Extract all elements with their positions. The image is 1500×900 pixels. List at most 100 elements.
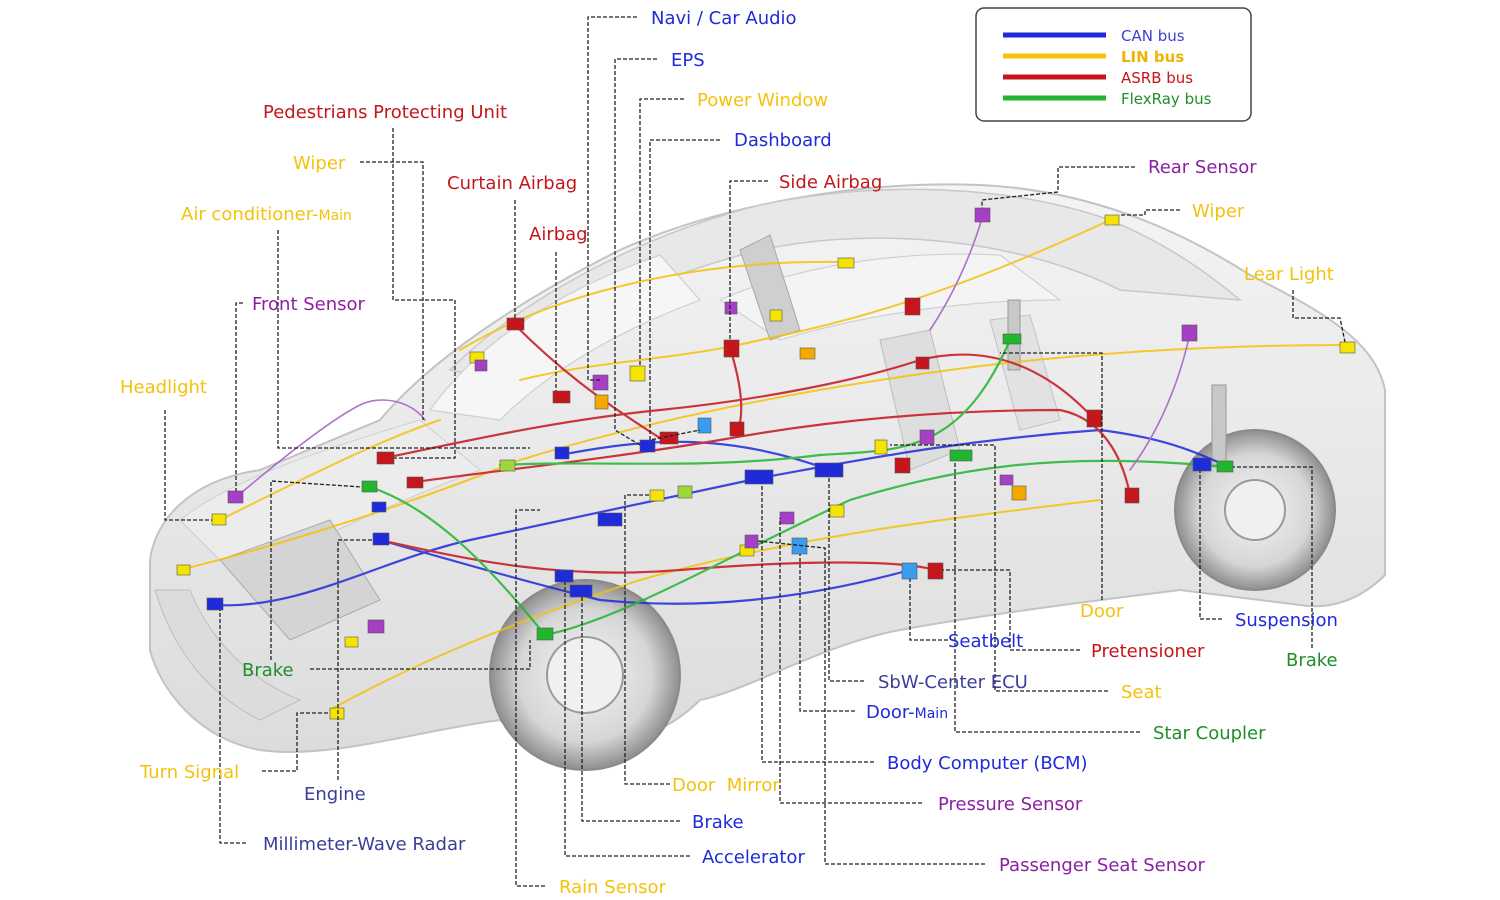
ecu-headlight — [211, 513, 227, 526]
ecu-can-a — [554, 446, 570, 460]
leader-door-main — [799, 554, 855, 712]
legend-label-flexray: FlexRay bus — [1121, 90, 1212, 108]
label-wiper-rear: Wiper — [1192, 201, 1245, 222]
ecu-door — [1011, 485, 1027, 501]
engine-block — [219, 519, 381, 641]
ecu-flexray-a — [499, 459, 516, 472]
label-brake-front: Brake — [242, 660, 294, 681]
ecu-lin-b — [594, 394, 609, 410]
ecu-rear-sensor — [974, 207, 991, 223]
ecu-passenger-seat — [744, 534, 759, 549]
ecu-star-coupler — [949, 449, 973, 462]
leader-seatbelt — [909, 579, 948, 641]
label-accelerator: Accelerator — [702, 847, 805, 868]
leader-brake-bottom — [581, 597, 680, 822]
leader-air-conditioner — [277, 230, 530, 449]
leader-suspension — [1199, 471, 1222, 620]
flexray-bus-wires — [368, 338, 1227, 637]
ecu-asrb-d — [894, 457, 911, 474]
ecu-sensor-e — [724, 301, 738, 315]
leader-radar — [219, 610, 246, 844]
ecu-flexray-front — [536, 627, 554, 641]
front-bumper — [154, 589, 302, 721]
leader-dashboard — [649, 139, 720, 441]
label-rain-sensor: Rain Sensor — [559, 877, 667, 898]
car-roof — [448, 188, 1243, 381]
ecu-brake-front — [361, 480, 378, 493]
label-wiper-front: Wiper — [293, 153, 346, 174]
ecu-asrb-b — [1086, 409, 1103, 428]
label-airbag: Airbag — [529, 224, 588, 245]
ecu-airbag — [552, 390, 571, 404]
ecu-asrb-f — [406, 476, 424, 489]
ecu-seatbelt — [901, 562, 918, 580]
leader-bcm — [761, 484, 874, 763]
ecu-front-sensor — [227, 490, 244, 504]
label-bcm: Body Computer (BCM) — [887, 753, 1088, 774]
steering-wheel — [739, 234, 801, 341]
leader-turn-signal — [262, 712, 330, 772]
label-seat: Seat — [1121, 682, 1162, 703]
ecu-radar — [206, 597, 224, 611]
label-door-main: Door-Main — [866, 702, 948, 723]
ecu-turn-signal — [329, 707, 345, 720]
leader-navi — [587, 16, 637, 381]
ecu-flexray-rear — [1002, 333, 1022, 345]
label-seatbelt: Seatbelt — [948, 631, 1023, 652]
ecu-sensor-b — [1181, 324, 1198, 342]
ecu-seat — [829, 504, 845, 518]
label-pedestrians: Pedestrians Protecting Unit — [263, 102, 507, 123]
ecu-sensor-c — [919, 429, 935, 445]
label-door: Door — [1080, 601, 1124, 622]
leader-door — [1000, 352, 1103, 600]
leader-front-sensor — [235, 302, 243, 491]
leader-eps — [614, 58, 657, 446]
legend-label-lin: LIN bus — [1121, 48, 1184, 66]
ecu-brake — [569, 584, 593, 598]
label-sbw-center: SbW-Center ECU — [878, 672, 1028, 693]
leader-side-airbag — [729, 180, 768, 340]
ecu-side-airbag — [723, 339, 740, 358]
ecu-suspension — [1192, 457, 1212, 472]
label-door-main-suffix: Main — [915, 706, 948, 722]
leader-rear-sensor — [981, 166, 1135, 208]
ecu-asrb-c — [1124, 487, 1140, 504]
ecu-lear-light — [1339, 341, 1356, 354]
ecu-sensor-d — [474, 359, 488, 372]
ecu-eps — [639, 439, 656, 453]
label-door-main-text: Door- — [866, 702, 915, 723]
lin-bus-wires — [179, 219, 1351, 711]
label-rear-sensor: Rear Sensor — [1148, 157, 1257, 178]
leader-wiper-rear — [1119, 209, 1180, 216]
leader-accelerator — [564, 582, 690, 857]
leader-pressure-sensor — [779, 518, 922, 804]
label-brake-bottom: Brake — [692, 812, 744, 833]
label-pretensioner: Pretensioner — [1091, 641, 1205, 662]
ecu-bcm — [744, 469, 774, 485]
rear-suspension — [1211, 384, 1227, 466]
leader-sbw — [828, 477, 864, 682]
ecu-asrb-e — [659, 431, 679, 445]
ecu-engine — [372, 532, 390, 546]
leader-pretensioner — [943, 569, 1080, 651]
ecu-lin-d — [874, 439, 888, 455]
ecu-can-b — [371, 501, 387, 513]
ecu-bumper-left — [176, 564, 191, 576]
leader-lear-light — [1292, 290, 1346, 343]
ecu-sensor-a — [592, 374, 609, 391]
ecu-curtain-airbag — [506, 317, 525, 331]
ecu-wiper-rear — [1104, 214, 1120, 226]
ecu-bumper-right — [344, 636, 359, 648]
label-star-coupler: Star Coupler — [1153, 723, 1266, 744]
leader-brake-rear — [1233, 466, 1313, 648]
label-lear-light: Lear Light — [1244, 264, 1334, 285]
windshield — [428, 254, 702, 421]
ecu-sbw — [814, 462, 844, 478]
label-engine: Engine — [304, 784, 366, 805]
ecu-engine-sensor — [367, 619, 385, 634]
ecu-pedestrians — [376, 451, 395, 465]
label-passenger-seat: Passenger Seat Sensor — [999, 855, 1206, 876]
label-navi: Navi / Car Audio — [651, 8, 797, 29]
leader-rain-sensor — [515, 509, 545, 887]
